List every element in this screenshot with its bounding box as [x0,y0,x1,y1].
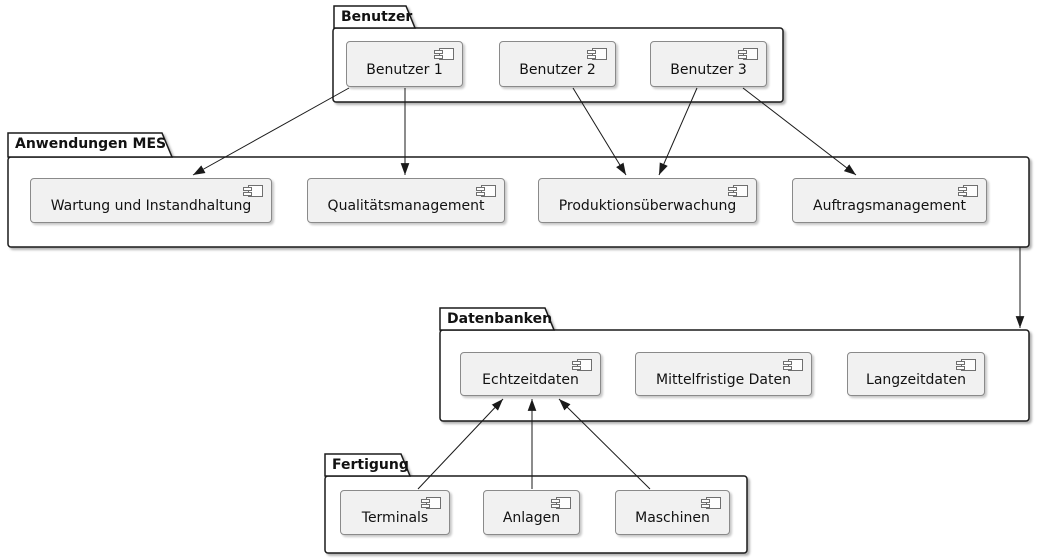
component-icon [243,185,263,197]
component-wartung-und-instandhaltung: Wartung und Instandhaltung [30,178,272,223]
edge-benutzer2-produktionsueberwachung [572,87,627,176]
component-label: Maschinen [635,510,710,526]
component-label: Benutzer 2 [519,61,596,78]
component-label: Terminals [361,510,429,526]
component-label: Auftragsmanagement [813,198,966,214]
component-icon [587,48,607,60]
component-icon [738,48,758,60]
package-datenbanken-label: Datenbanken [447,311,553,327]
component-icon [728,185,748,197]
component-icon [956,359,976,371]
component-label: Mittelfristige Daten [656,371,791,388]
component-icon [572,359,592,371]
component-label: Benutzer 1 [366,61,443,78]
component-icon [551,497,571,509]
component-anlagen: Anlagen [483,490,580,535]
component-icon [434,48,454,60]
component-auftragsmanagement: Auftragsmanagement [792,178,987,223]
edge-benutzer3-auftragsmanagement [742,87,857,176]
package-fertigung-label: Fertigung [332,457,409,473]
component-label: Produktionsüberwachung [558,198,737,214]
component-benutzer-3: Benutzer 3 [650,41,767,87]
component-icon [701,497,721,509]
edge-benutzer3-produktionsueberwachung [658,87,698,176]
component-label: Echtzeitdaten [482,371,579,388]
component-label: Langzeitdaten [866,371,966,388]
edge-benutzer1-wartung [192,87,350,176]
component-terminals: Terminals [340,490,450,535]
component-icon [476,185,496,197]
component-label: Qualitätsmanagement [327,198,485,214]
component-label: Wartung und Instandhaltung [50,198,252,214]
component-benutzer-2: Benutzer 2 [499,41,616,87]
edge-maschinen-echtzeitdaten [558,398,651,490]
package-benutzer-label: Benutzer [341,9,413,25]
edge-terminals-echtzeitdaten [417,398,504,490]
component-icon [421,497,441,509]
component-mittelfristige-daten: Mittelfristige Daten [635,352,812,396]
component-echtzeitdaten: Echtzeitdaten [460,352,601,396]
package-anwendungen-mes-label: Anwendungen MES [15,136,167,152]
component-icon [958,185,978,197]
component-maschinen: Maschinen [615,490,730,535]
component-langzeitdaten: Langzeitdaten [847,352,985,396]
component-benutzer-1: Benutzer 1 [346,41,463,87]
diagram-edges [192,87,1025,490]
component-label: Anlagen [502,510,561,526]
component-produktionsueberwachung: Produktionsüberwachung [538,178,757,223]
component-label: Benutzer 3 [670,61,747,78]
component-qualitaetsmanagement: Qualitätsmanagement [307,178,505,223]
component-icon [783,359,803,371]
